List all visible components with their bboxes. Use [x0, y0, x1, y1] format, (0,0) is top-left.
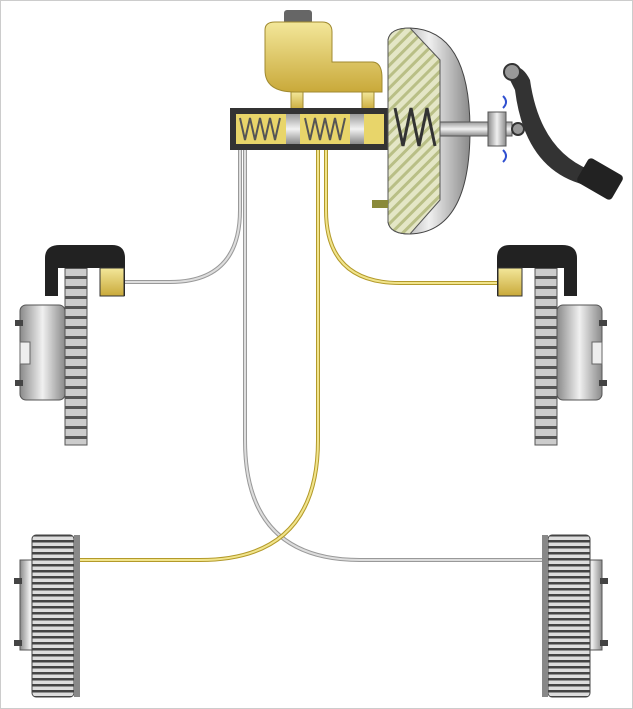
brake-booster	[372, 27, 513, 235]
brake-pedal	[503, 63, 623, 200]
booster-spring	[393, 107, 437, 147]
brake-fluid-reservoir	[264, 10, 383, 111]
brake-lines	[78, 146, 544, 562]
rear-right-drum-brake	[542, 534, 608, 698]
front-right-disc-brake	[497, 245, 607, 446]
rear-left-drum-brake	[14, 534, 80, 698]
spring-primary	[239, 117, 281, 141]
master-cylinder	[230, 108, 390, 150]
spring-secondary	[304, 117, 346, 141]
front-left-disc-brake	[15, 245, 125, 446]
